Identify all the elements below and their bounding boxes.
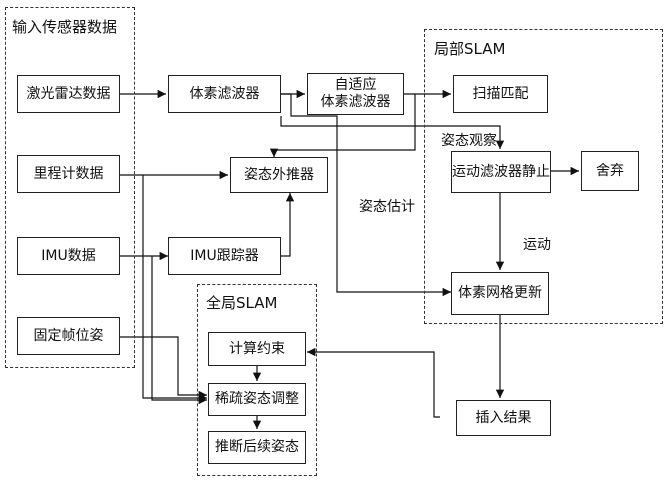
node-voxel-grid-update: 体素网格更新 xyxy=(451,272,549,315)
group-local-slam xyxy=(424,29,663,324)
node-imu-tracker: IMU跟踪器 xyxy=(168,237,281,275)
edge-pose-observation xyxy=(280,116,505,149)
node-odometry-data: 里程计数据 xyxy=(17,155,120,193)
edge-tracker-to-extrapolator xyxy=(281,193,295,257)
node-pose-extrapolator: 姿态外推器 xyxy=(230,157,328,193)
edge-odom-to-sparse-adjust xyxy=(142,175,207,403)
node-compute-constraints: 计算约束 xyxy=(208,332,306,366)
node-fixed-frame-pose: 固定帧位姿 xyxy=(17,317,120,355)
label-motion: 运动 xyxy=(523,237,551,253)
node-motion-filter: 运动滤波器静止 xyxy=(451,151,551,193)
node-imu-data: IMU数据 xyxy=(17,237,120,275)
group-local-slam-label: 局部SLAM xyxy=(434,40,506,58)
edge-pose-estimate xyxy=(269,94,416,157)
edge-imu-to-sparse-adjust xyxy=(151,256,207,405)
node-scan-matching: 扫描匹配 xyxy=(453,75,548,113)
node-infer-subsequent-pose: 推断后续姿态 xyxy=(208,431,306,464)
edge-fixed-pose-to-sparse-adjust xyxy=(120,336,207,400)
node-adaptive-voxel-filter: 自适应 体素滤波器 xyxy=(307,73,404,115)
node-insert-result: 插入结果 xyxy=(456,400,551,436)
group-input-sensor-data-label: 输入传感器数据 xyxy=(12,18,118,36)
label-pose-observation: 姿态观察 xyxy=(441,133,497,149)
group-input-sensor-data xyxy=(5,7,135,368)
node-voxel-filter: 体素滤波器 xyxy=(168,75,281,113)
node-sparse-pose-adjustment: 稀疏姿态调整 xyxy=(208,383,306,416)
edge-voxel-filter-to-grid-update xyxy=(281,93,451,297)
group-global-slam xyxy=(197,284,317,476)
edge-insert-to-constraints xyxy=(307,347,440,418)
label-pose-estimate: 姿态估计 xyxy=(359,199,415,215)
group-global-slam-label: 全局SLAM xyxy=(206,294,278,312)
node-lidar-data: 激光雷达数据 xyxy=(17,75,120,113)
node-discard: 舍弃 xyxy=(581,151,639,191)
